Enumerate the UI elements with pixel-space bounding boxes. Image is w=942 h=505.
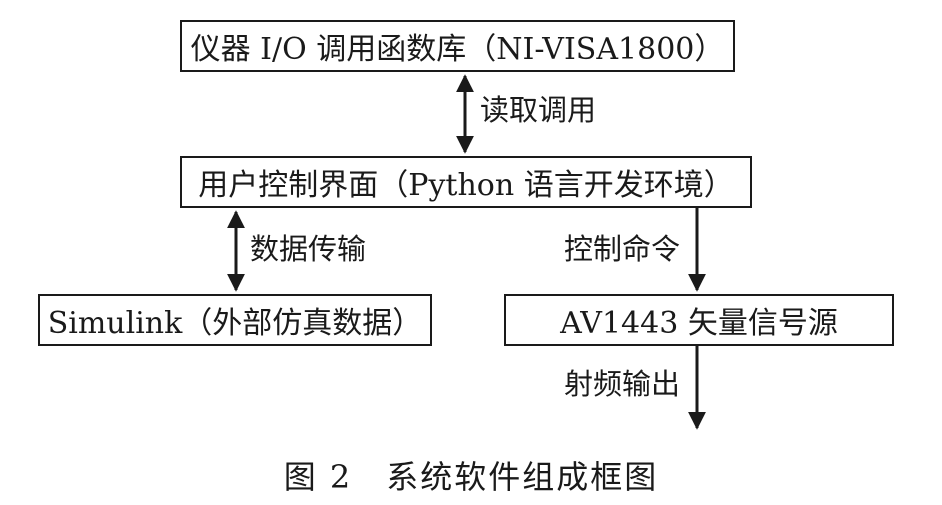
io-library-label: 仪器 I/O 调用函数库（NI-VISA1800） — [190, 32, 725, 67]
io-library-box: 仪器 I/O 调用函数库（NI-VISA1800） — [180, 20, 735, 72]
rf-output-label: 射频输出 — [564, 367, 681, 401]
data-transfer-label: 数据传输 — [250, 232, 367, 266]
simulink-label: Simulink（外部仿真数据） — [47, 306, 423, 341]
signal-source-label: AV1443 矢量信号源 — [560, 306, 838, 341]
control-command-label: 控制命令 — [564, 232, 681, 266]
figure-caption: 图 2 系统软件组成框图 — [283, 458, 659, 496]
simulink-box: Simulink（外部仿真数据） — [38, 294, 432, 346]
read-call-label: 读取调用 — [480, 93, 597, 127]
user-interface-label: 用户控制界面（Python 语言开发环境） — [198, 168, 734, 203]
user-interface-box: 用户控制界面（Python 语言开发环境） — [180, 156, 752, 208]
signal-source-box: AV1443 矢量信号源 — [504, 294, 894, 346]
